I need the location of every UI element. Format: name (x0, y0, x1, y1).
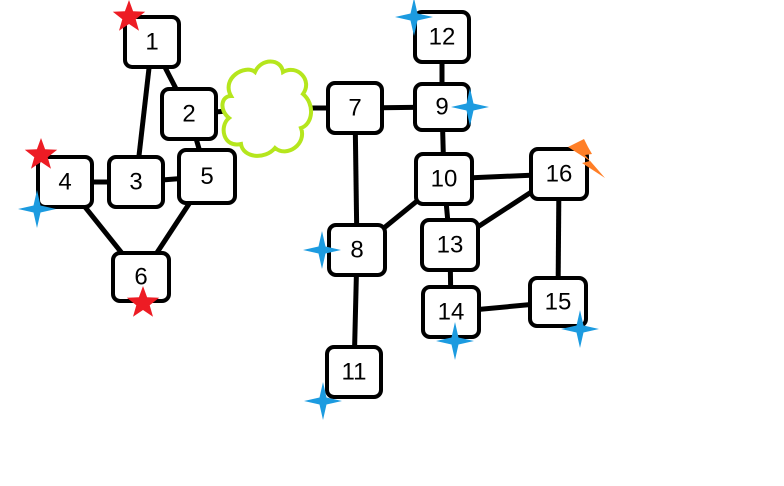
node-label: 15 (545, 288, 572, 315)
node-14[interactable]: 14 (421, 285, 481, 339)
node-5[interactable]: 5 (177, 148, 237, 205)
node-box (528, 276, 588, 328)
cloud-layer (220, 59, 313, 158)
node-13[interactable]: 13 (420, 218, 480, 272)
node-15[interactable]: 15 (528, 276, 588, 328)
node-box (421, 285, 481, 339)
node-11[interactable]: 11 (325, 345, 383, 399)
node-box (326, 81, 384, 135)
node-box (325, 345, 383, 399)
blue-star-icon (451, 88, 489, 126)
node-3[interactable]: 3 (107, 155, 165, 209)
node-label: 9 (435, 93, 448, 120)
node-box (420, 218, 480, 272)
node-7[interactable]: 7 (326, 81, 384, 135)
node-label: 7 (348, 94, 361, 121)
node-label: 4 (58, 168, 71, 195)
red-star-icon (112, 0, 146, 31)
node-box (529, 147, 589, 201)
node-box (177, 148, 237, 205)
node-2[interactable]: 2 (160, 87, 218, 141)
node-label: 3 (129, 168, 142, 195)
blue-star-icon (304, 382, 342, 420)
node-label: 10 (431, 165, 458, 192)
node-label: 16 (546, 160, 573, 187)
blue-star-icon (303, 231, 341, 269)
node-label: 6 (134, 263, 147, 290)
node-4[interactable]: 4 (36, 155, 94, 209)
blue-star-icon (436, 322, 474, 360)
node-16[interactable]: 16 (529, 147, 589, 201)
node-8[interactable]: 8 (327, 223, 387, 277)
node-10[interactable]: 10 (414, 152, 474, 206)
node-label: 2 (182, 100, 195, 127)
lightning-bolt-icon (568, 139, 605, 178)
node-box (36, 155, 94, 209)
blue-star-icon (395, 0, 433, 36)
red-star-icon (24, 138, 58, 169)
cloud-shape (220, 59, 313, 158)
node-box (413, 10, 471, 64)
node-12[interactable]: 12 (413, 10, 471, 64)
markers-layer (18, 0, 605, 420)
node-label: 11 (342, 358, 367, 385)
node-label: 8 (350, 236, 363, 263)
blue-star-icon (18, 190, 56, 228)
node-box (414, 152, 474, 206)
node-label: 5 (200, 163, 213, 190)
node-label: 14 (438, 298, 465, 325)
node-label: 12 (429, 23, 456, 50)
node-label: 13 (437, 231, 464, 258)
node-box (107, 155, 165, 209)
node-box (160, 87, 218, 141)
node-label: 1 (145, 28, 158, 55)
red-star-icon (126, 286, 160, 317)
blue-star-icon (561, 310, 599, 348)
